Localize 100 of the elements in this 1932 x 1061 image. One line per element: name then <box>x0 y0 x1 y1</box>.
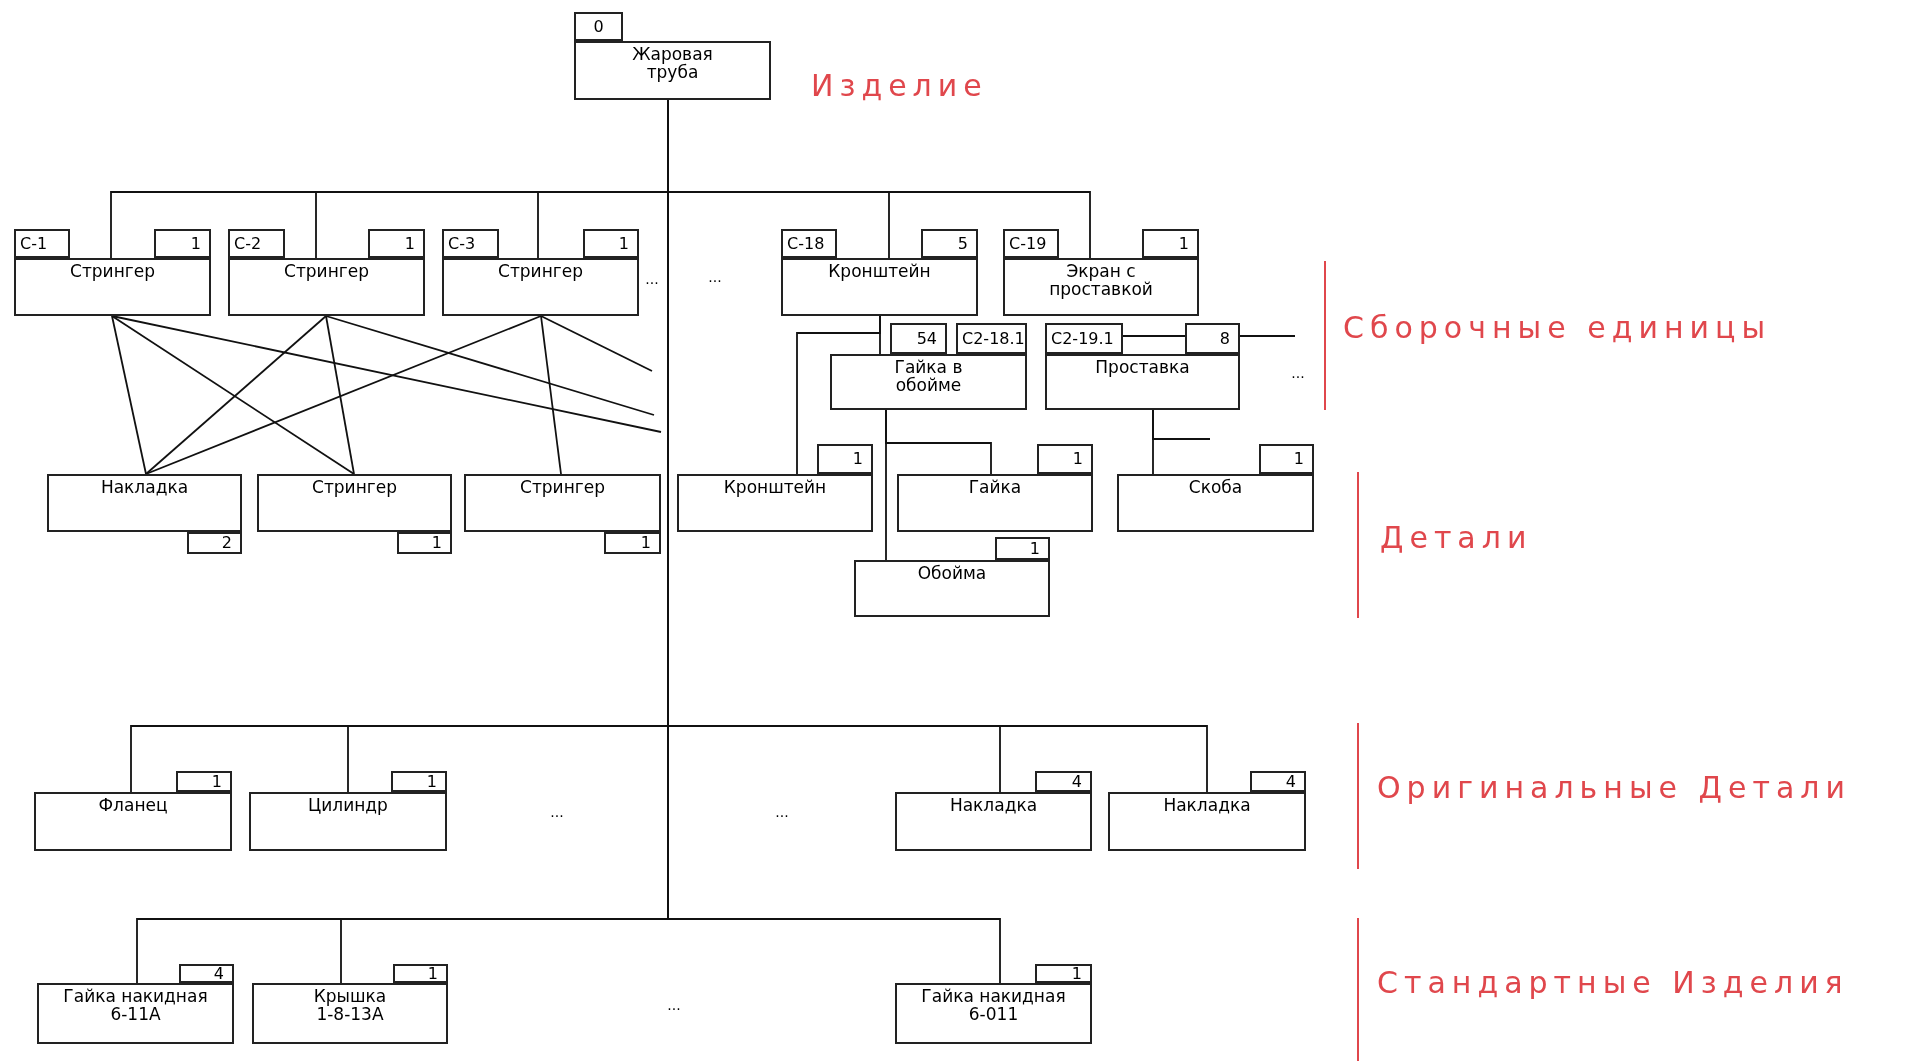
tag-number: 1 <box>1029 540 1040 557</box>
tag-number: С-3 <box>448 235 476 252</box>
tag-number: С-18 <box>787 235 825 252</box>
part-name: Стрингер <box>312 478 397 496</box>
part-name: Кронштейн <box>828 262 931 280</box>
part-box <box>897 474 1093 532</box>
part-box <box>1117 474 1314 532</box>
connector-line <box>885 409 887 561</box>
part-name: Гайка накидная 6-11А <box>62 987 209 1023</box>
connector-line <box>1152 409 1211 440</box>
tag-number: 1 <box>618 235 629 252</box>
tag-number: С-1 <box>20 235 48 252</box>
tag-number: 1 <box>426 773 437 790</box>
section-title: Детали <box>1380 520 1533 556</box>
part-name: Стрингер <box>70 262 155 280</box>
tag-number: С-2 <box>234 235 262 252</box>
part-name: Гайка в обойме <box>893 358 964 394</box>
connector-line <box>540 315 653 372</box>
number-tag <box>604 532 661 554</box>
number-tag <box>956 323 1027 354</box>
part-box <box>895 792 1092 851</box>
part-box <box>830 354 1027 410</box>
connector-line <box>111 315 147 475</box>
number-tag <box>1003 229 1059 258</box>
number-tag <box>1259 444 1314 474</box>
number-tag <box>393 964 448 983</box>
part-box <box>781 258 978 316</box>
ellipsis-mark: ... <box>1291 366 1305 380</box>
tag-number: 4 <box>1071 773 1082 790</box>
tag-number: 1 <box>211 773 222 790</box>
tag-number: 1 <box>852 451 863 467</box>
ellipsis-mark: ... <box>550 805 564 819</box>
part-box <box>47 474 242 532</box>
connector-line <box>540 315 562 475</box>
connector-line <box>1239 335 1296 337</box>
part-box <box>895 983 1092 1044</box>
part-name: Экран с проставкой <box>1048 262 1154 298</box>
ellipsis-mark: ... <box>667 998 681 1012</box>
tag-number: С-19 <box>1009 235 1047 252</box>
number-tag <box>1142 229 1199 258</box>
part-box <box>14 258 211 316</box>
part-box <box>37 983 234 1044</box>
part-box <box>1045 354 1240 410</box>
ellipsis-mark: ... <box>775 805 789 819</box>
part-name: Стрингер <box>498 262 583 280</box>
part-box <box>854 560 1050 617</box>
number-tag <box>176 771 232 792</box>
part-name: Крышка 1-8-13А <box>312 987 388 1023</box>
tag-number: 5 <box>957 235 968 252</box>
connector-line <box>796 315 881 475</box>
number-tag <box>583 229 639 258</box>
tag-number: 2 <box>221 535 232 551</box>
part-name: Скоба <box>1188 478 1243 496</box>
connector-line <box>1122 335 1186 337</box>
part-name: Гайка накидная 6-011 <box>920 987 1067 1023</box>
part-name: Цилиндр <box>308 796 388 814</box>
connector-line <box>145 315 542 475</box>
tag-number: 1 <box>640 535 651 551</box>
part-box <box>257 474 452 532</box>
part-name: Накладка <box>949 796 1038 814</box>
tag-number: 1 <box>1072 451 1083 467</box>
part-box <box>249 792 447 851</box>
tag-number: 1 <box>1178 235 1189 252</box>
tag-number: 1 <box>427 965 438 982</box>
tag-number: 1 <box>190 235 201 252</box>
part-box <box>1108 792 1306 851</box>
part-name: Накладка <box>1163 796 1251 814</box>
tag-number: 0 <box>593 18 604 35</box>
number-tag <box>995 537 1050 560</box>
number-tag <box>1045 323 1123 354</box>
number-tag <box>817 444 873 474</box>
part-name: Накладка <box>100 478 189 496</box>
part-name: Жаровая труба <box>631 45 714 81</box>
part-name: Стрингер <box>284 262 369 280</box>
tag-number: 54 <box>916 330 937 347</box>
tag-number: 1 <box>431 535 442 551</box>
number-tag <box>921 229 978 258</box>
tag-number: 1 <box>404 235 415 252</box>
connector-line <box>145 315 327 475</box>
part-box <box>442 258 639 316</box>
tag-number: 8 <box>1219 330 1230 347</box>
tag-number: 1 <box>1071 965 1082 982</box>
part-box <box>228 258 425 316</box>
number-tag <box>1250 771 1306 792</box>
number-tag <box>890 323 947 354</box>
connector-line <box>325 315 655 416</box>
section-title: Стандартные Изделия <box>1377 965 1849 1001</box>
section-title: Оригинальные Детали <box>1377 770 1851 806</box>
number-tag <box>1035 964 1092 983</box>
number-tag <box>781 229 837 258</box>
part-name: Кронштейн <box>723 478 827 496</box>
part-box <box>252 983 448 1044</box>
part-box <box>34 792 232 851</box>
number-tag <box>14 229 70 258</box>
section-title: Изделие <box>811 68 988 104</box>
part-name: Фланец <box>98 796 168 814</box>
tag-number: 1 <box>1293 451 1304 467</box>
number-tag <box>574 12 623 41</box>
part-box <box>677 474 873 532</box>
part-box <box>574 41 771 100</box>
